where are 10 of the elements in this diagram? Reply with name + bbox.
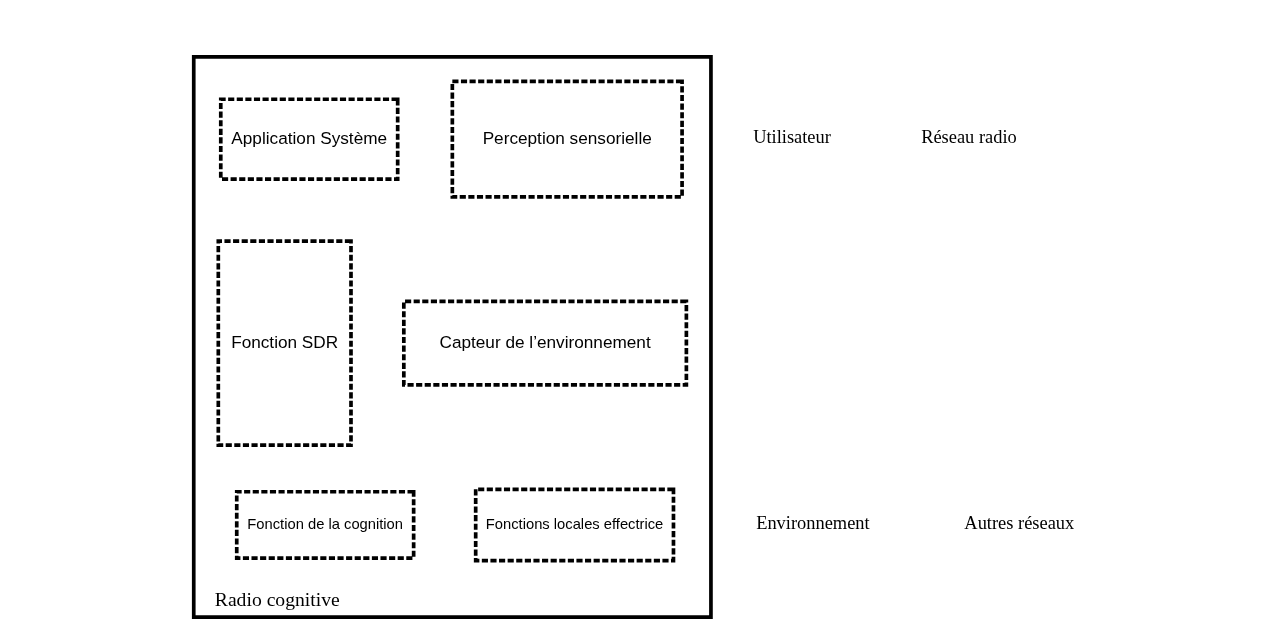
- node-box: Perception sensorielle: [450, 79, 684, 199]
- node-box: Capteur de l’environnement: [401, 299, 688, 387]
- node-box: Fonction SDR: [215, 239, 353, 447]
- node-box: Fonctions locales effectrice: [473, 487, 675, 563]
- label: Environnement: [755, 513, 870, 534]
- label: Utilisateur: [752, 127, 831, 148]
- node-box: Application Système: [218, 97, 400, 181]
- node-box: Fonction de la cognition: [234, 489, 415, 560]
- label: Autres réseaux: [963, 513, 1074, 534]
- label: Réseau radio: [920, 127, 1017, 148]
